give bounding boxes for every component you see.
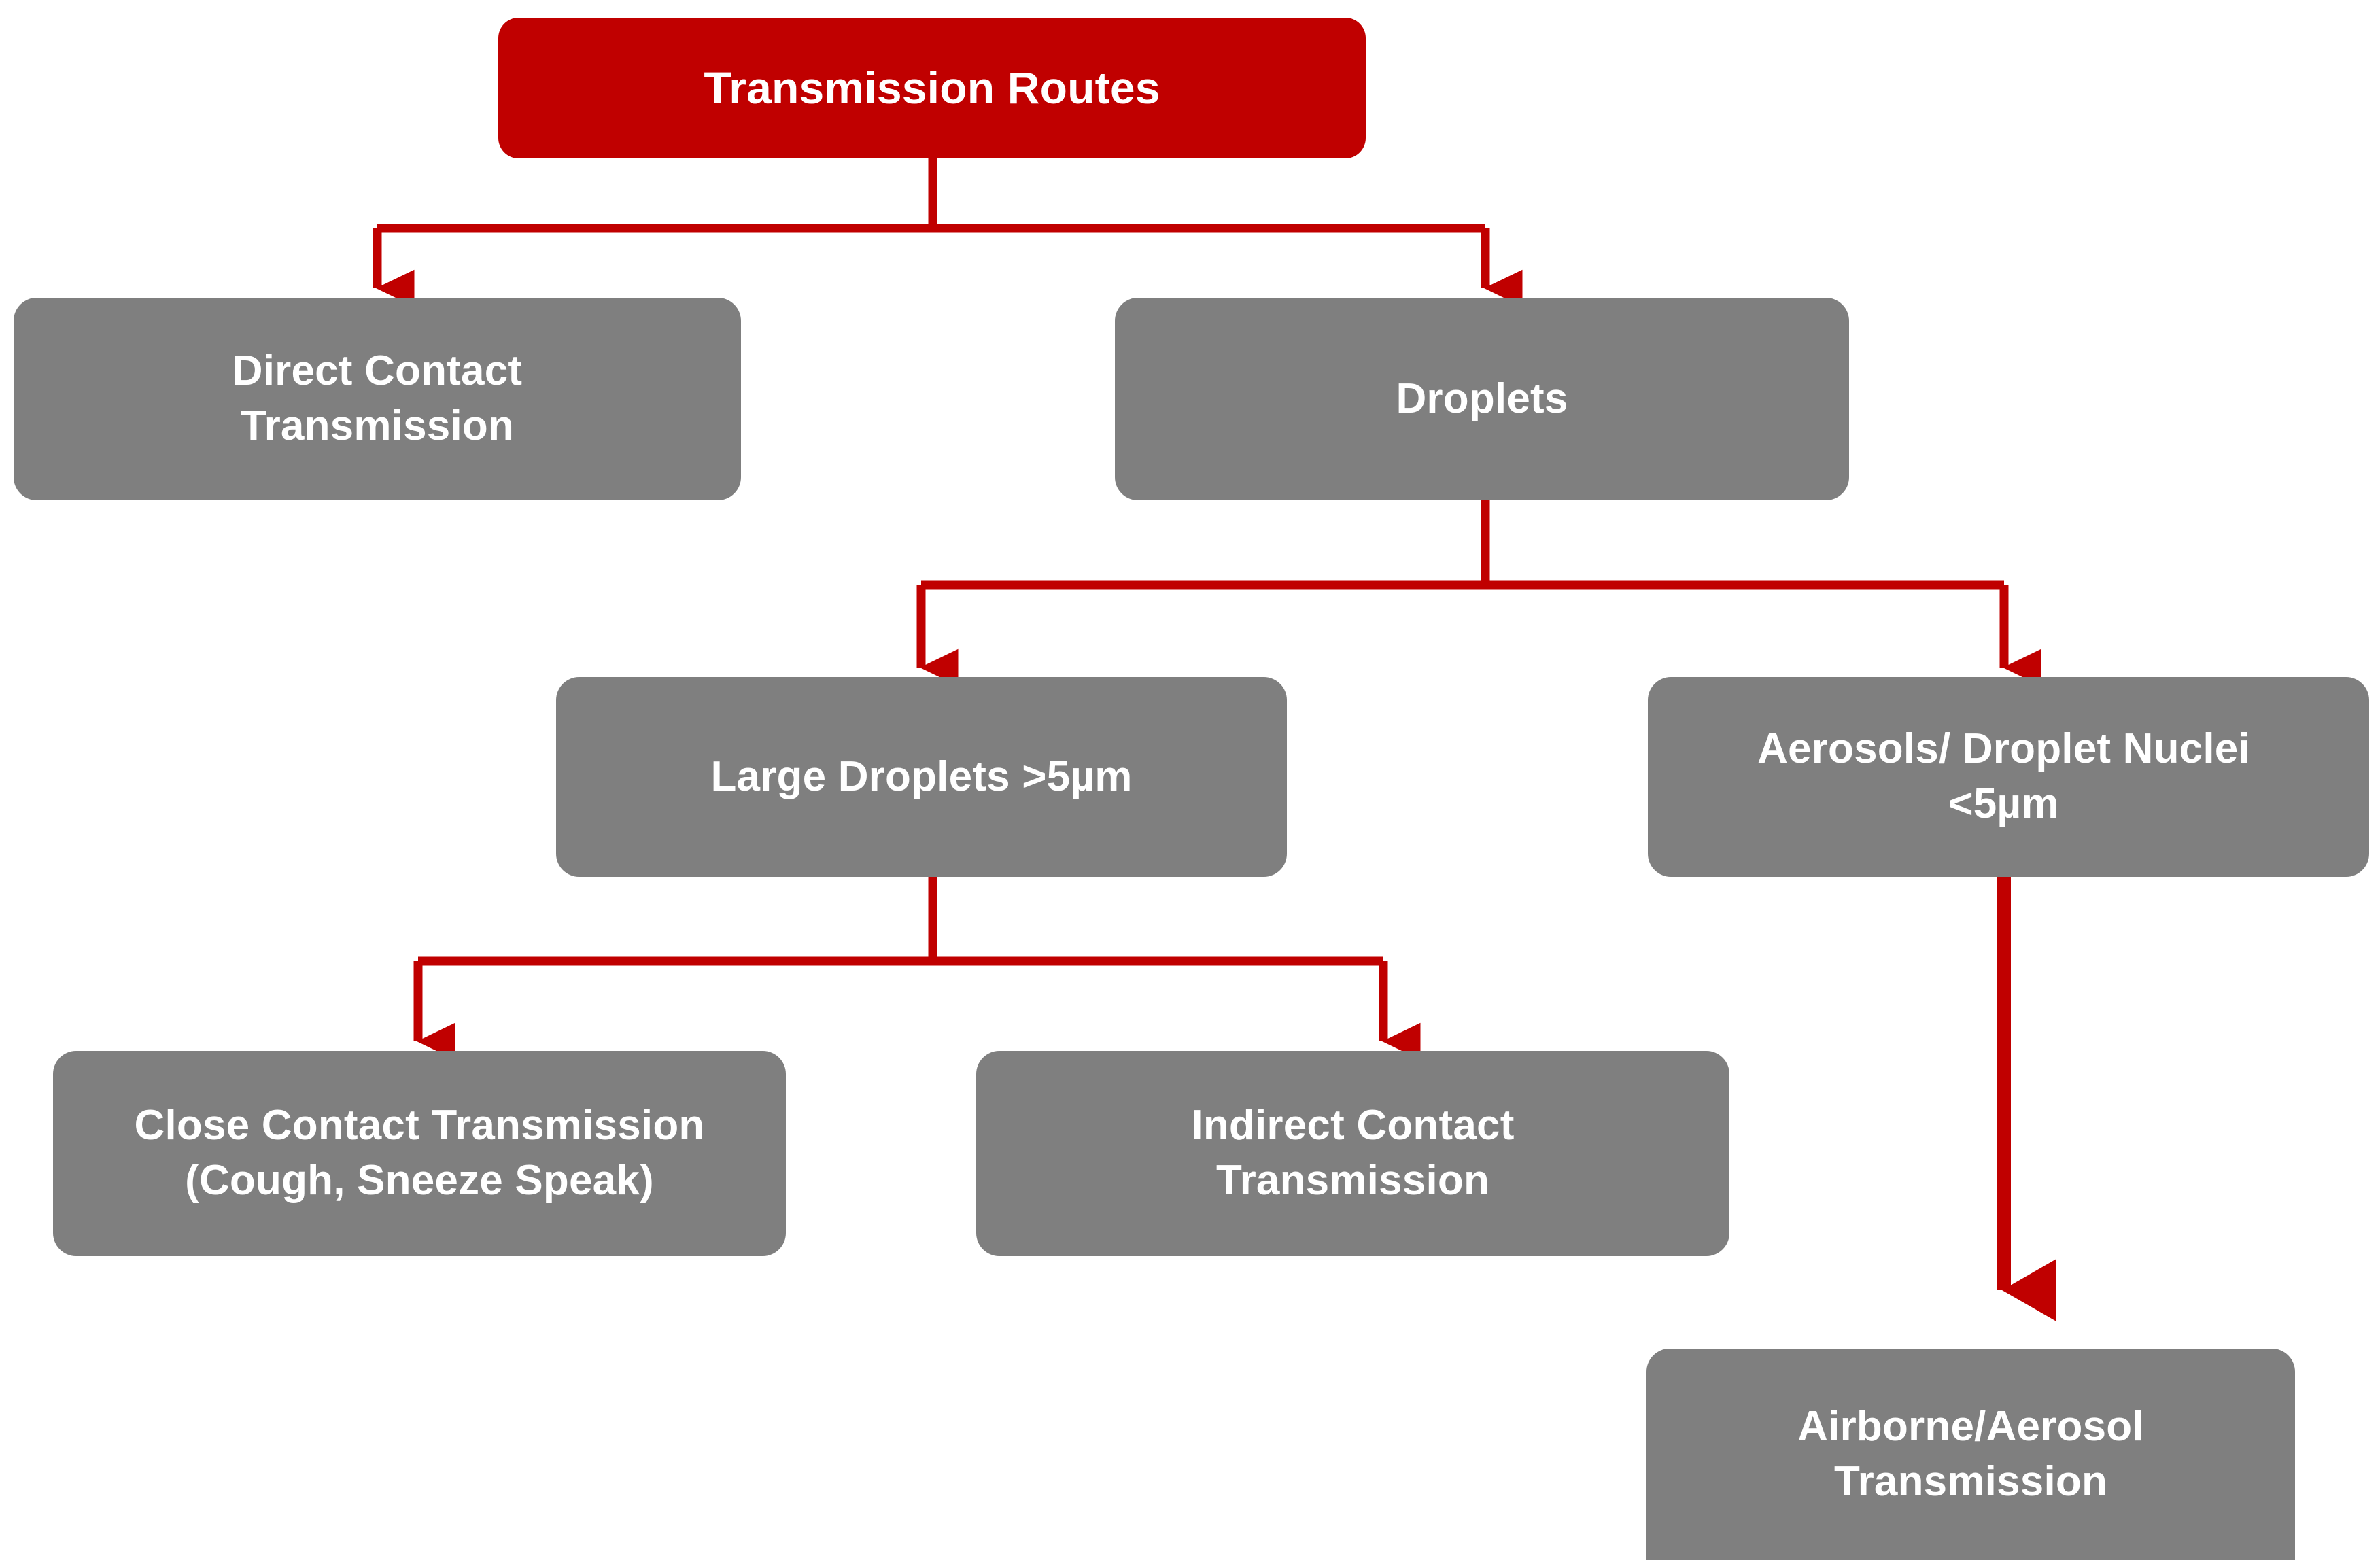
node-close-contact-transmission[interactable]: Close Contact Transmission (Cough, Sneez… (53, 1051, 786, 1256)
node-indirect-contact-transmission[interactable]: Indirect Contact Transmission (976, 1051, 1729, 1256)
node-large-droplets[interactable]: Large Droplets >5µm (556, 677, 1287, 877)
node-large-droplets-label: Large Droplets >5µm (710, 752, 1133, 800)
node-aerosols-droplet-nuclei[interactable]: Aerosols/ Droplet Nuclei <5µm (1648, 677, 2369, 877)
node-droplets[interactable]: Droplets (1115, 298, 1849, 500)
node-transmission-routes[interactable]: Transmission Routes (498, 18, 1366, 158)
node-close-contact-transmission-label: Close Contact Transmission (Cough, Sneez… (134, 1102, 705, 1204)
node-airborne-aerosol-transmission[interactable]: Airborne/Aerosol Transmission (1646, 1349, 2295, 1560)
node-direct-contact-transmission-label: Direct Contact Transmission (232, 347, 523, 449)
node-aerosols-droplet-nuclei-label: Aerosols/ Droplet Nuclei <5µm (1757, 725, 2250, 827)
node-direct-contact-transmission[interactable]: Direct Contact Transmission (14, 298, 741, 500)
node-droplets-label: Droplets (1396, 375, 1568, 422)
node-transmission-routes-label: Transmission Routes (704, 62, 1160, 113)
node-airborne-aerosol-transmission-label: Airborne/Aerosol Transmission (1797, 1402, 2144, 1505)
node-indirect-contact-transmission-label: Indirect Contact Transmission (1191, 1102, 1515, 1204)
